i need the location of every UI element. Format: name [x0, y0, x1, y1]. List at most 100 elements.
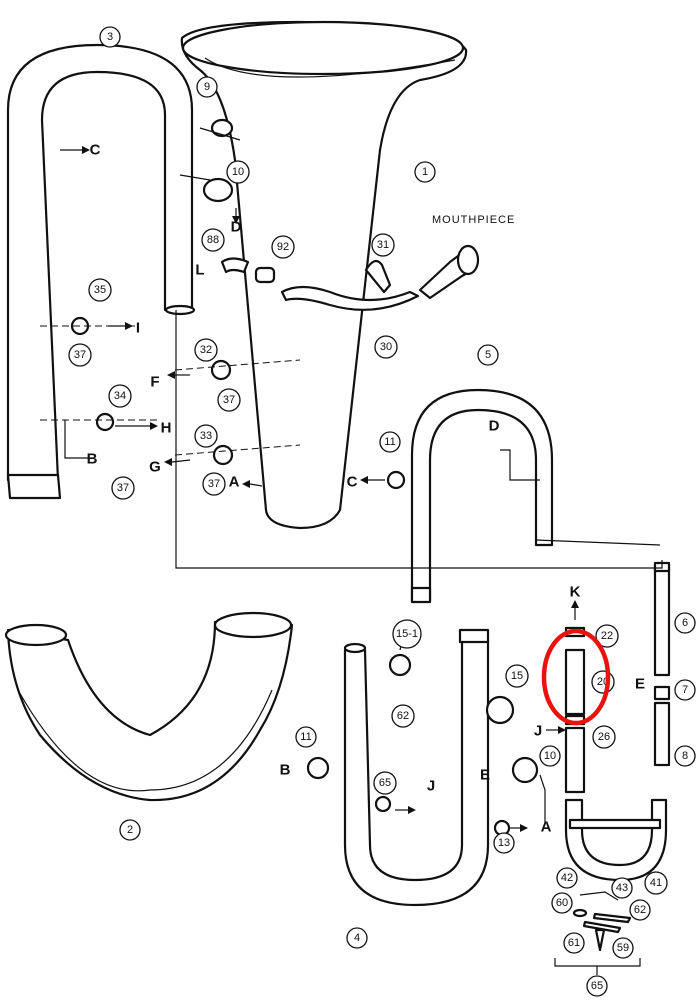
svg-text:33: 33: [200, 430, 212, 442]
svg-text:C: C: [90, 142, 101, 159]
svg-text:F: F: [150, 374, 159, 391]
callout-33: 33: [194, 424, 218, 448]
svg-text:D: D: [231, 219, 242, 236]
callout-15: 13: [493, 832, 515, 854]
svg-text:E: E: [480, 767, 490, 784]
callout-1: 1: [414, 161, 436, 183]
callout-6: 6: [674, 612, 696, 634]
callout-65: 65: [373, 771, 397, 795]
highlight-ellipse: [541, 628, 611, 726]
svg-text:9: 9: [204, 81, 210, 93]
svg-text:3: 3: [107, 31, 113, 43]
svg-text:62: 62: [397, 710, 409, 722]
callout-60: 61: [563, 932, 585, 954]
small-fittings: [70, 118, 539, 837]
svg-text:G: G: [149, 459, 161, 476]
svg-text:4: 4: [354, 932, 360, 944]
callout-58: 59: [612, 937, 634, 959]
svg-text:37: 37: [74, 349, 86, 361]
letter-labels: C D L I F H B G A C D K E J J E B A: [87, 142, 645, 836]
svg-text:34: 34: [114, 390, 126, 402]
svg-text:37: 37: [223, 394, 235, 406]
callout-14: 15: [505, 664, 529, 688]
svg-text:5: 5: [485, 349, 491, 361]
svg-text:1: 1: [422, 166, 428, 178]
svg-text:43: 43: [616, 882, 628, 894]
svg-text:15: 15: [511, 670, 523, 682]
callout-37a: 37: [68, 343, 92, 367]
svg-text:32: 32: [200, 344, 212, 356]
callout-4: 4: [346, 927, 368, 949]
middle-u-tube: [410, 388, 554, 604]
callout-22: 22: [595, 624, 619, 648]
svg-text:22: 22: [601, 630, 613, 642]
svg-text:65: 65: [591, 980, 603, 992]
svg-text:10: 10: [232, 166, 244, 178]
svg-text:11: 11: [300, 731, 311, 743]
mouthpiece-label: MOUTHPIECE: [432, 214, 515, 226]
callout-10: 10: [539, 745, 561, 767]
svg-text:B: B: [280, 762, 291, 779]
svg-text:59: 59: [617, 942, 629, 954]
bell-part: [180, 20, 468, 530]
small-parts-assembly: [554, 891, 641, 975]
callout-2: 2: [119, 819, 141, 841]
callout-13: 10: [226, 160, 250, 184]
callout-59: 60: [551, 892, 573, 914]
callout-62: 65: [586, 975, 608, 997]
svg-text:J: J: [427, 778, 435, 795]
callout-34: 34: [108, 384, 132, 408]
callout-30: 30: [374, 335, 398, 359]
svg-text:D: D: [489, 418, 500, 435]
svg-text:I: I: [136, 320, 140, 337]
callout-37d: 37: [111, 476, 135, 500]
callout-3: 3: [99, 26, 121, 48]
callout-41: 41: [644, 871, 668, 895]
svg-text:41: 41: [650, 877, 662, 889]
svg-text:L: L: [195, 262, 204, 279]
svg-text:10: 10: [544, 750, 556, 762]
svg-text:15-1: 15-1: [396, 628, 418, 640]
callout-88: 88: [201, 228, 225, 252]
svg-text:60: 60: [556, 897, 568, 909]
svg-text:A: A: [229, 474, 240, 491]
callout-37b: 37: [217, 388, 241, 412]
callout-61: 62: [629, 899, 651, 921]
svg-text:92: 92: [277, 241, 289, 253]
svg-text:8: 8: [682, 750, 688, 762]
arrows: [60, 146, 579, 832]
svg-text:30: 30: [380, 341, 392, 353]
lower-u-tube: [343, 628, 490, 907]
callout-31: 31: [371, 233, 395, 257]
svg-text:H: H: [161, 420, 172, 437]
callout-15-1: 15-1: [392, 619, 422, 649]
callout-20: 20: [591, 670, 615, 694]
svg-text:37: 37: [208, 478, 220, 490]
callout-92: 92: [271, 235, 295, 259]
svg-text:42: 42: [561, 872, 573, 884]
svg-text:35: 35: [94, 284, 106, 296]
svg-text:65: 65: [379, 777, 391, 789]
callout-8: 8: [674, 745, 696, 767]
svg-text:13: 13: [498, 837, 510, 849]
callout-35: 35: [88, 278, 112, 302]
svg-text:11: 11: [384, 436, 395, 448]
svg-text:A: A: [541, 819, 552, 836]
svg-text:J: J: [534, 723, 542, 740]
svg-text:26: 26: [598, 731, 610, 743]
svg-text:2: 2: [127, 824, 133, 836]
callout-43: 43: [611, 877, 633, 899]
callout-7: 7: [674, 679, 696, 701]
lead-pipe: [280, 244, 480, 311]
callout-36: 62: [391, 704, 415, 728]
callout-42: 42: [556, 867, 578, 889]
bottom-bow: [4, 611, 294, 802]
callout-26: 26: [592, 725, 616, 749]
svg-text:61: 61: [568, 937, 580, 949]
svg-text:7: 7: [682, 684, 688, 696]
callout-37c: 37: [202, 472, 226, 496]
svg-text:B: B: [87, 451, 98, 468]
callout-9: 9: [196, 76, 218, 98]
svg-text:E: E: [635, 676, 645, 693]
svg-text:88: 88: [207, 234, 219, 246]
